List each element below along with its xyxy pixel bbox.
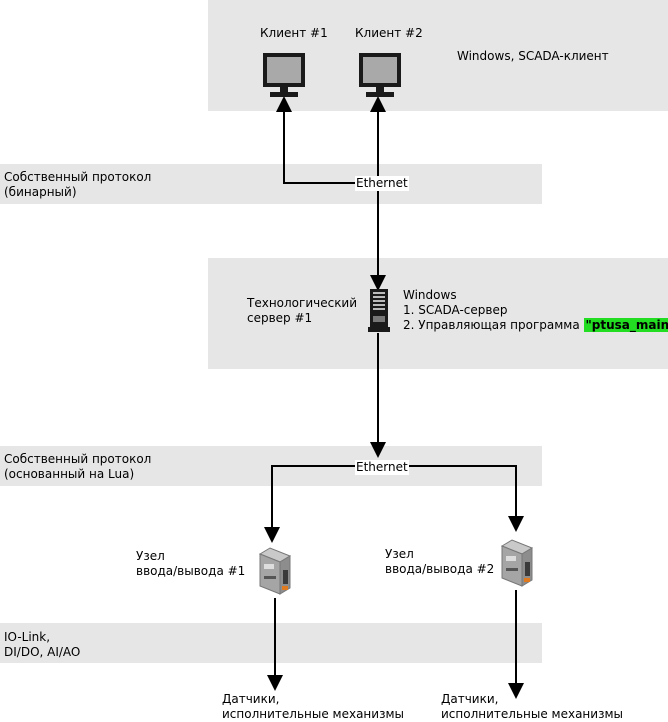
io-node-2-line1: Узел	[385, 547, 414, 561]
protocol-lua-line2: (основанный на Lua)	[4, 467, 135, 481]
fieldbus-line2: DI/DO, AI/AO	[4, 645, 81, 659]
protocol-binary-line1: Собственный протокол	[4, 170, 152, 184]
protocol-binary-line2: (бинарный)	[4, 185, 77, 199]
server-icon	[368, 289, 390, 332]
ethernet-label-top: Ethernet	[355, 176, 409, 191]
protocol-lua-line1: Собственный протокол	[4, 452, 152, 466]
link-node2	[378, 465, 524, 532]
ethernet-label-bottom: Ethernet	[355, 460, 409, 475]
server-role-1: 1. SCADA-сервер	[403, 303, 508, 317]
sensors-2-line1: Датчики,	[441, 692, 499, 706]
server-role-2-text: 2. Управляющая программа	[403, 318, 584, 332]
server-role-2: 2. Управляющая программа "ptusa_main"	[403, 318, 668, 333]
server-os-label: Windows	[403, 288, 457, 302]
link-node1	[264, 465, 378, 543]
fieldbus-band	[0, 623, 542, 663]
sensors-1-line2: исполнительные механизмы	[222, 707, 404, 721]
io-node-1-line1: Узел	[136, 549, 165, 563]
server-label-line1: Технологический	[247, 296, 358, 310]
program-name-highlight: "ptusa_main"	[583, 318, 668, 332]
fieldbus-line1: IO-Link,	[4, 630, 51, 644]
io-module-icon	[258, 547, 292, 595]
sensors-2-line2: исполнительные механизмы	[441, 707, 623, 721]
protocol-band-binary	[0, 164, 542, 204]
client-2-label: Клиент #2	[355, 26, 423, 40]
monitor-icon	[263, 53, 305, 97]
io-node-2-line2: ввода/вывода #2	[385, 562, 495, 576]
io-module-icon	[500, 539, 534, 587]
io-node-1-line2: ввода/вывода #1	[136, 564, 246, 578]
clients-os-label: Windows, SCADA-клиент	[457, 49, 609, 63]
server-label-line2: сервер #1	[247, 311, 313, 325]
server-zone	[208, 258, 668, 369]
client-1-label: Клиент #1	[260, 26, 328, 40]
monitor-icon	[359, 53, 401, 97]
sensors-1-line1: Датчики,	[222, 692, 280, 706]
link-client1	[276, 96, 378, 184]
